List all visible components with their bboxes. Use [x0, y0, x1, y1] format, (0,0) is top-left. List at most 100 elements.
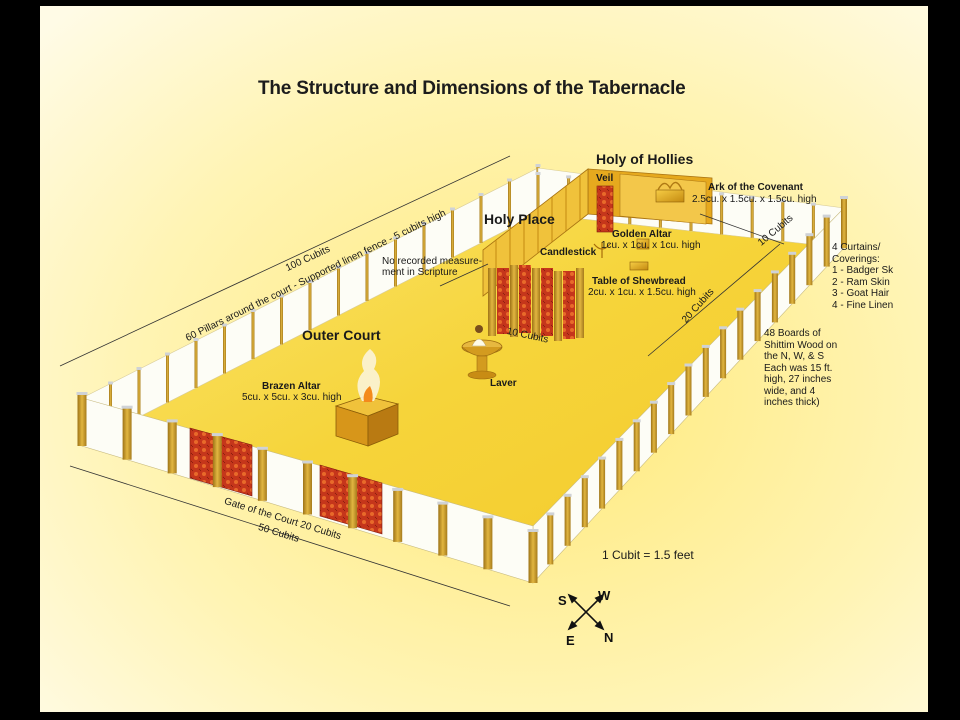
fence-post: [422, 224, 426, 272]
fence-pillar-cap: [632, 419, 641, 423]
fence-pillar: [581, 477, 588, 528]
fence-pillar: [599, 458, 606, 509]
label-brazen-altar-name: Brazen Altar: [262, 381, 321, 392]
fence-pillar-cap: [482, 515, 494, 519]
diagram-slide: The Structure and Dimensions of the Tabe…: [40, 6, 928, 712]
fence-pillar: [77, 394, 87, 446]
fence-pillar-cap: [667, 382, 676, 386]
fence-pillar-cap: [563, 493, 572, 497]
fence-post-cap: [250, 309, 256, 312]
fence-post: [137, 369, 141, 417]
label-shewbread-name: Table of Shewbread: [592, 276, 686, 287]
fence-post-cap: [450, 207, 455, 211]
coverings-item: 2 - Ram Skin: [832, 276, 890, 288]
compass-south-label: S: [558, 593, 567, 608]
boards-line: the N, W, & S: [764, 351, 825, 362]
fence-pillar-cap: [347, 474, 359, 478]
boards-line: wide, and 4: [764, 385, 816, 397]
label-no-measurement-line2: ment in Scripture: [382, 267, 458, 278]
coverings-list: 4 Curtains/ Coverings: 1 - Badger Sk 2 -…: [832, 242, 893, 311]
fence-post-cap: [165, 352, 170, 356]
fence-post-cap: [307, 280, 313, 283]
fence-pillar-cap: [527, 529, 539, 532]
label-ark-dims: 2.5cu. x 1.5cu. x 1.5cu. high: [692, 194, 817, 205]
fence-pillar-cap: [770, 270, 779, 274]
fence-pillar-cap: [822, 214, 831, 218]
fence-post-cap: [749, 195, 755, 199]
fence-pillar-cap: [684, 363, 693, 367]
fence-pillar-cap: [76, 392, 88, 395]
fence-pillar-cap: [598, 456, 607, 460]
fence-post: [508, 180, 511, 229]
fence-pillar: [754, 291, 761, 342]
fence-post: [536, 174, 540, 214]
fence-pillar: [257, 448, 267, 501]
fence-post-cap: [810, 202, 816, 206]
label-holy-place: Holy Place: [484, 211, 555, 227]
coverings-item: 3 - Goat Hair: [832, 288, 890, 299]
fence-pillar: [806, 235, 813, 286]
fence-post-cap: [780, 199, 786, 203]
label-laver: Laver: [490, 378, 517, 389]
dimension-lines: [59, 155, 785, 607]
brazen-altar: [334, 349, 400, 447]
fence-pillar: [685, 365, 692, 416]
fence-pillar-cap: [166, 419, 178, 423]
fence-post-cap: [535, 172, 541, 175]
page-title: The Structure and Dimensions of the Tabe…: [258, 78, 686, 99]
fence-post-cap: [136, 367, 142, 370]
fence-post: [308, 282, 312, 330]
fence-pillar-cap: [615, 437, 624, 441]
coverings-heading-1: 4 Curtains/: [832, 242, 881, 253]
fence-pillar: [841, 198, 847, 248]
fence-pillar: [702, 346, 709, 397]
fence-post-cap: [535, 164, 541, 167]
fence-post-cap: [108, 381, 113, 385]
compass-east-label: E: [566, 633, 575, 648]
fence-pillar-cap: [437, 501, 449, 505]
fence-post: [781, 201, 785, 242]
fence-pillar: [771, 272, 778, 323]
boards-line: high, 27 inches: [764, 374, 832, 385]
fence-pillar-cap: [302, 460, 313, 464]
label-shewbread-dims: 2cu. x 1cu. x 1.5cu. high: [588, 287, 696, 298]
compass-rose: [567, 593, 605, 631]
compass-west-label: W: [598, 588, 611, 603]
fence-pillar: [393, 489, 403, 542]
label-veil: Veil: [596, 173, 614, 184]
fence-pillar-cap: [805, 233, 814, 237]
court-ground: [82, 168, 844, 583]
fence-post-cap: [566, 175, 572, 179]
label-outer-court: Outer Court: [302, 327, 381, 343]
fence-post: [750, 197, 754, 238]
tabernacle-illustration: [40, 6, 928, 712]
fence-pillar-cap: [701, 344, 710, 348]
laver: [461, 325, 503, 380]
fence-pillar-cap: [840, 196, 848, 199]
fence-pillar: [348, 476, 358, 529]
fence-pillar: [668, 384, 675, 435]
fence-pillar-cap: [121, 405, 133, 409]
fence-post-cap: [279, 294, 284, 298]
fence-pillar: [616, 439, 623, 490]
fence-post-cap: [193, 338, 199, 341]
fence-pillar: [823, 216, 830, 267]
coverings-item: 1 - Badger Sk: [832, 265, 894, 276]
label-ark-name: Ark of the Covenant: [708, 182, 804, 193]
fence-pillar: [438, 503, 448, 556]
fence-post: [166, 354, 169, 403]
fence-post: [479, 195, 483, 243]
fence-post-cap: [336, 265, 341, 269]
fence-pillar: [483, 517, 493, 570]
tabernacle-tent: [482, 168, 713, 341]
fence-near-left: [76, 392, 539, 584]
fence-post: [194, 340, 198, 388]
fence-pillar-cap: [546, 512, 555, 516]
fence-pillar-cap: [788, 251, 797, 255]
boards-line: Shittim Wood on: [764, 339, 838, 351]
fence-pillar: [633, 421, 640, 472]
label-golden-altar-name: Golden Altar: [612, 229, 672, 240]
fence-pillar: [547, 514, 554, 565]
fence-post: [811, 204, 815, 245]
fence-post: [365, 253, 369, 301]
